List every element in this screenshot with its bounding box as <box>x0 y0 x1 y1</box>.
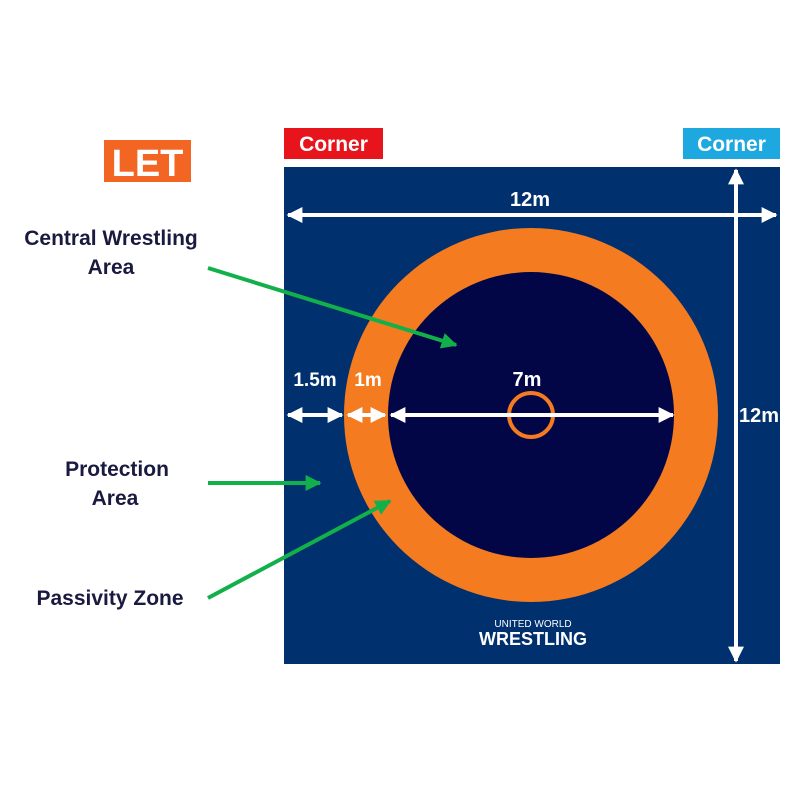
let-badge <box>104 140 191 182</box>
height-label: 12m <box>739 405 779 427</box>
red-corner-label: Corner <box>299 133 368 156</box>
central-label-line1: Central Wrestling <box>24 227 197 250</box>
protection-label-line1: Protection <box>65 458 169 481</box>
protection-label-line2: Area <box>92 487 139 510</box>
passivity-label: Passivity Zone <box>36 587 183 610</box>
blue-corner-label: Corner <box>697 133 766 156</box>
width-label: 12m <box>510 189 550 211</box>
blue-corner <box>683 128 780 159</box>
central-diameter-label: 7m <box>513 369 542 391</box>
logo-line2: WRESTLING <box>479 629 587 649</box>
passivity-pointer-arrow <box>207 499 392 600</box>
passivity-width-label: 1m <box>354 370 381 391</box>
central-pointer-arrow <box>207 266 458 349</box>
protection-width-label: 1.5m <box>293 370 336 391</box>
let-badge-text: LET <box>112 143 184 185</box>
central-label-line2: Area <box>88 256 135 279</box>
red-corner <box>284 128 383 159</box>
logo-line1: UNITED WORLD <box>494 619 571 630</box>
